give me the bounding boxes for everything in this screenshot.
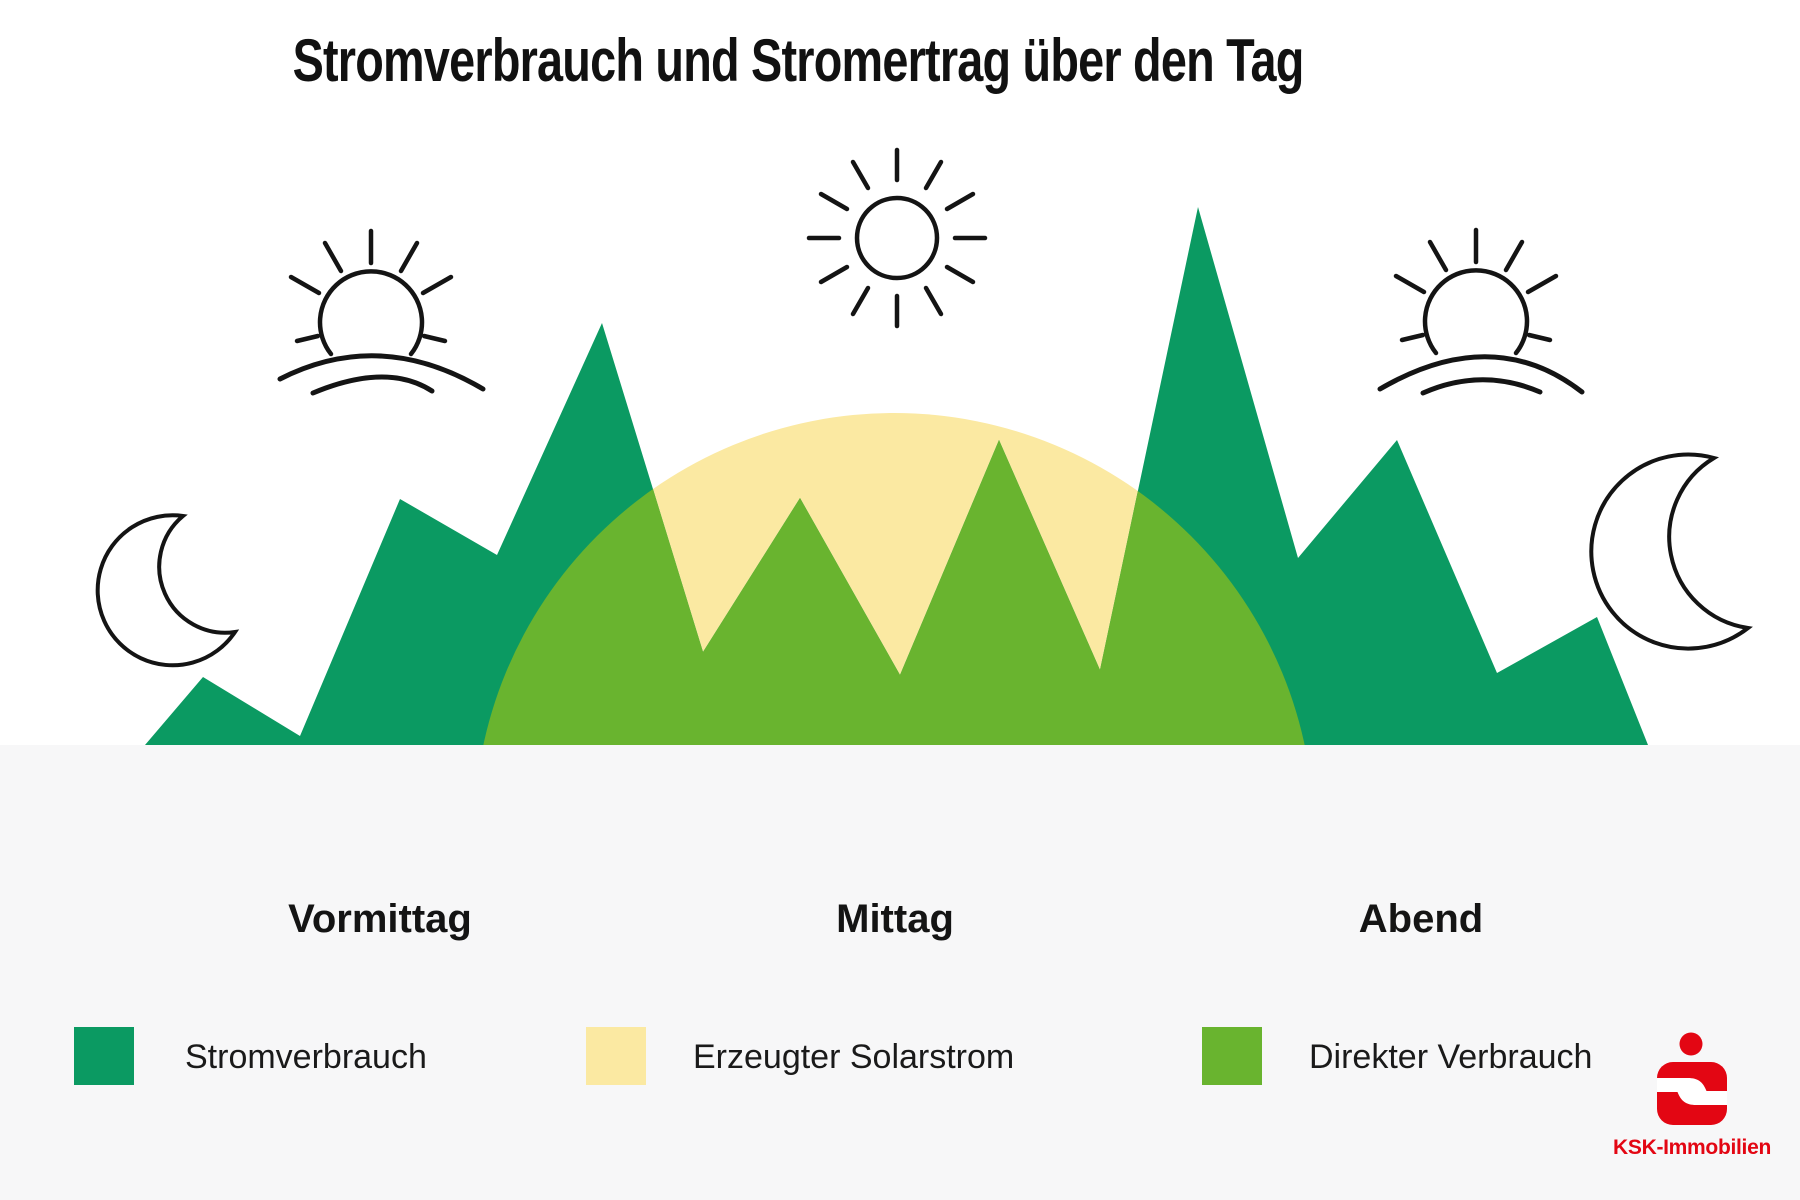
moon-icon bbox=[1589, 452, 1753, 651]
axis-label-mittag: Mittag bbox=[836, 897, 954, 941]
legend-swatch-consumption bbox=[74, 1027, 134, 1085]
footer-band bbox=[0, 745, 1800, 1200]
legend-label-consumption: Stromverbrauch bbox=[185, 1038, 427, 1076]
brand-company-name: KSK-Immobilien bbox=[1613, 1136, 1771, 1159]
axis-label-abend: Abend bbox=[1358, 897, 1484, 941]
moon-icon bbox=[95, 513, 240, 668]
sunrise-icon bbox=[277, 228, 486, 396]
axis-label-vormittag: Vormittag bbox=[288, 897, 472, 941]
swatch-rect bbox=[74, 1027, 134, 1085]
legend-swatch-direct bbox=[1202, 1027, 1262, 1085]
legend-label-solar: Erzeugter Solarstrom bbox=[693, 1038, 1015, 1076]
legend-swatch-solar bbox=[586, 1027, 646, 1085]
swatch-rect bbox=[586, 1027, 646, 1085]
sun-icon bbox=[806, 147, 988, 329]
consumption-area bbox=[145, 207, 1648, 745]
swatch-rect bbox=[1202, 1027, 1262, 1085]
page-title: Stromverbrauch und Stromertrag über den … bbox=[0, 26, 1596, 95]
legend-label-direct: Direkter Verbrauch bbox=[1309, 1038, 1593, 1076]
sparkasse-logo-icon bbox=[1657, 1032, 1727, 1125]
page-title-text: Stromverbrauch und Stromertrag über den … bbox=[292, 27, 1305, 94]
sunset-icon bbox=[1377, 227, 1585, 396]
